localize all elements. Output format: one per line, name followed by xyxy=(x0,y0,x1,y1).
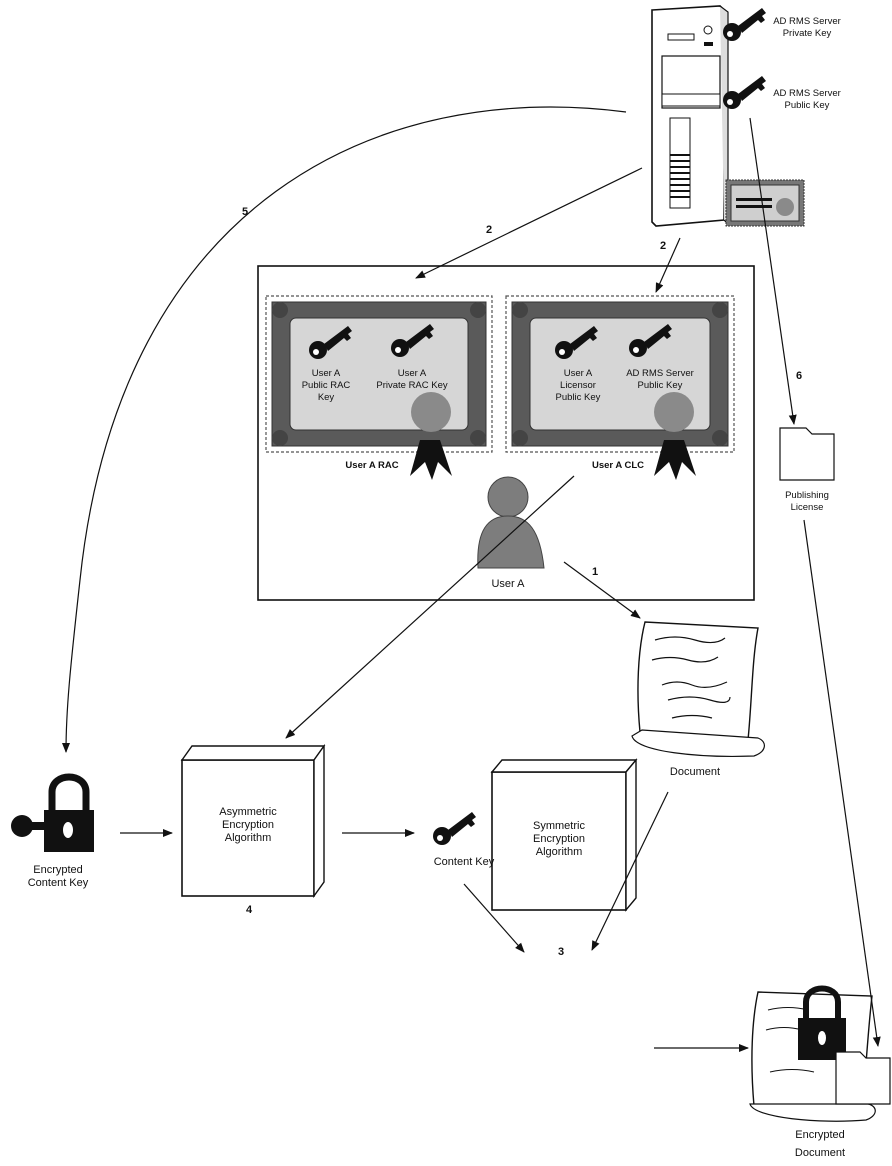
step-2a-label: 2 xyxy=(486,224,493,236)
encrypted-document-icon xyxy=(749,985,891,1122)
arrow-step-2b xyxy=(655,237,681,293)
publishing-license-label: Publishing License xyxy=(785,490,829,513)
server-public-key-icon xyxy=(723,76,766,109)
arrow-step-1 xyxy=(563,561,641,619)
rac-public-key-label: User A Public RAC Key xyxy=(301,368,351,403)
clc-caption: User A CLC xyxy=(591,460,645,471)
step-5-label: 5 xyxy=(242,206,249,218)
content-key-label: Content Key xyxy=(433,856,495,868)
document-label: Document xyxy=(669,766,721,778)
publishing-license-icon xyxy=(779,427,835,481)
document-scroll-icon xyxy=(631,621,765,757)
encrypted-content-key-label: Encrypted Content Key xyxy=(27,864,89,889)
asymmetric-algorithm-box xyxy=(180,743,326,899)
step-4-label: 4 xyxy=(246,904,253,916)
encrypted-document-label: Encrypted Document xyxy=(794,1129,846,1159)
arrow-license-to-encrypted-document xyxy=(803,519,881,1047)
user-label: User A xyxy=(491,578,525,590)
clc-licensor-key-label: User A Licensor Public Key xyxy=(555,368,601,403)
padlock-icon xyxy=(11,773,94,852)
rac-caption: User A RAC xyxy=(345,460,399,471)
arrow-step-6 xyxy=(749,117,797,425)
asymmetric-algorithm-label: Asymmetric Encryption Algorithm xyxy=(219,806,277,844)
user-frame xyxy=(257,265,755,601)
step-2b-label: 2 xyxy=(660,240,667,252)
symmetric-algorithm-box xyxy=(490,758,638,912)
step-6-label: 6 xyxy=(796,370,803,382)
rac-certificate-icon xyxy=(265,295,493,480)
arrow-step-2a xyxy=(415,167,643,279)
clc-server-key-label: AD RMS Server Public Key xyxy=(626,368,694,391)
server-certificate-icon xyxy=(725,179,805,227)
arrow-document-to-symmetric xyxy=(591,791,669,951)
arrow-clc-to-asymmetric xyxy=(285,475,575,739)
arrow-content-key-to-symmetric xyxy=(463,883,525,953)
server-private-key-icon xyxy=(723,8,766,41)
step-1-label: 1 xyxy=(592,566,599,578)
server-public-key-label: AD RMS Server Public Key xyxy=(773,88,841,111)
arrows xyxy=(62,106,881,1052)
server-icon xyxy=(651,5,729,227)
user-icon xyxy=(477,476,545,569)
server-private-key-label: AD RMS Server Private Key xyxy=(773,16,841,39)
rac-private-key-label: User A Private RAC Key xyxy=(376,368,448,391)
step-3-label: 3 xyxy=(558,946,565,958)
symmetric-algorithm-label: Symmetric Encryption Algorithm xyxy=(533,820,585,858)
arrow-step-5 xyxy=(62,106,627,753)
content-key-icon xyxy=(433,812,476,845)
clc-certificate-icon xyxy=(505,295,735,480)
